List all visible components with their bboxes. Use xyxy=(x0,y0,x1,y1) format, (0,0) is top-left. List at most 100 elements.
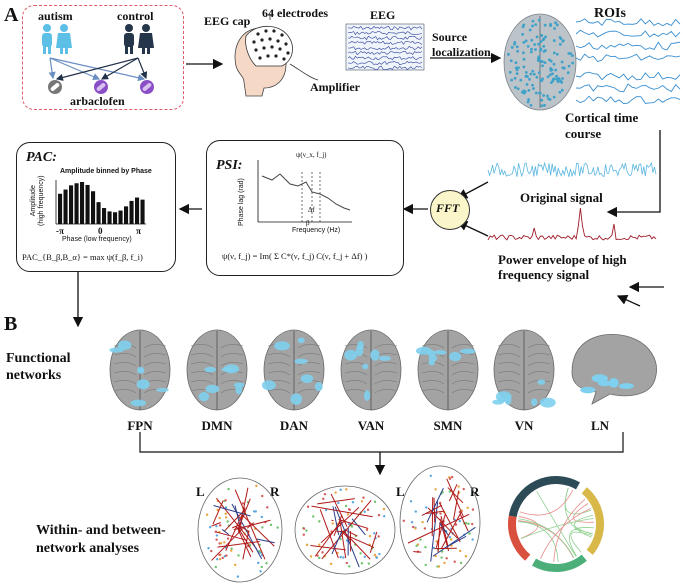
network-region xyxy=(294,358,308,364)
roi-dot xyxy=(552,51,556,55)
node-dot xyxy=(236,575,240,578)
pac-bar xyxy=(80,182,85,224)
roi-dot xyxy=(514,86,517,89)
network-region xyxy=(205,384,220,394)
roi-dot xyxy=(519,78,523,82)
node-dot xyxy=(440,556,443,559)
node-dot xyxy=(439,512,442,515)
connection-edge xyxy=(213,505,251,517)
network-region xyxy=(300,374,314,383)
pac-bar xyxy=(113,212,118,224)
roi-dot xyxy=(534,23,538,27)
roi-dot xyxy=(560,80,564,84)
network-region xyxy=(156,387,169,393)
roi-dot xyxy=(539,40,543,43)
node-dot xyxy=(331,522,334,525)
chord-link xyxy=(540,508,591,559)
node-dot xyxy=(378,552,381,556)
node-dot xyxy=(440,550,444,553)
brain-sulcus xyxy=(267,362,291,367)
roi-dot xyxy=(535,35,539,39)
roi-dot xyxy=(558,90,562,94)
node-dot xyxy=(409,500,413,503)
roi-dot xyxy=(548,98,552,101)
node-dot xyxy=(377,513,381,517)
connection-edge xyxy=(439,522,449,536)
brain-sulcus xyxy=(143,362,167,367)
roi-dot xyxy=(549,22,552,26)
brain-sulcus xyxy=(451,380,475,385)
roi-dot xyxy=(543,61,547,65)
roi-dot xyxy=(531,83,534,87)
node-dot xyxy=(224,506,228,509)
node-dot xyxy=(302,533,306,536)
network-region xyxy=(221,367,236,372)
eeg-trace xyxy=(347,60,423,66)
psi-curve xyxy=(261,173,351,211)
brain-sulcus xyxy=(113,371,137,376)
psi-box xyxy=(206,140,404,276)
node-dot xyxy=(337,501,340,505)
cortical-time-course-label: Cortical time course xyxy=(565,110,639,141)
roi-trace xyxy=(575,71,681,81)
pac-bar xyxy=(85,184,90,224)
node-dot xyxy=(462,487,465,491)
node-dot xyxy=(470,522,474,526)
eeg-trace xyxy=(347,55,423,61)
node-dot xyxy=(218,557,222,561)
pac-title: PAC: xyxy=(26,150,57,165)
connection-edge xyxy=(439,518,450,552)
control-label: control xyxy=(117,9,154,23)
node-dot xyxy=(260,565,263,569)
roi-dot xyxy=(522,41,526,44)
network-region xyxy=(428,359,435,366)
roi-dot xyxy=(543,103,546,107)
brain-sulcus xyxy=(497,380,521,385)
power-envelope-label: Power envelope of high frequency signal xyxy=(498,252,627,282)
psi-peak-label: ψ(ν_x, f_j) xyxy=(296,151,327,159)
network-region xyxy=(459,348,476,354)
node-dot xyxy=(345,488,348,491)
node-dot xyxy=(261,526,264,529)
connection-edge xyxy=(338,519,369,529)
roi-dot xyxy=(521,51,525,55)
network-region xyxy=(591,374,608,383)
pac-chart-title: Amplitude binned by Phase xyxy=(60,168,152,175)
roi-trace xyxy=(575,29,681,38)
node-dot xyxy=(334,491,337,494)
roi-dot xyxy=(521,32,524,36)
node-dot xyxy=(421,520,424,524)
connection-edge xyxy=(333,514,343,537)
brain-sulcus xyxy=(421,380,445,385)
node-dot xyxy=(218,516,221,520)
power-envelope-trace xyxy=(487,207,657,241)
roi-dot xyxy=(527,88,531,92)
pac-bar xyxy=(124,206,129,224)
node-dot xyxy=(346,513,350,516)
roi-dot xyxy=(552,77,555,81)
roi-dot xyxy=(542,94,546,97)
eeg-trace xyxy=(347,40,423,45)
connection-edge xyxy=(341,530,351,541)
roi-dot xyxy=(540,60,544,63)
connection-edge xyxy=(332,506,340,535)
roi-dot xyxy=(528,28,532,32)
roi-dot xyxy=(532,72,536,76)
network-region xyxy=(427,350,436,357)
connection-edge xyxy=(241,514,275,547)
roi-dot xyxy=(509,59,513,63)
chord-link xyxy=(536,491,577,557)
connection-edge xyxy=(447,487,464,504)
brain-sulcus xyxy=(113,362,137,367)
node-dot xyxy=(260,515,264,519)
node-dot xyxy=(360,562,364,565)
roi-trace xyxy=(575,95,681,105)
node-dot xyxy=(224,499,227,502)
node-dot xyxy=(424,545,427,549)
connection-edge xyxy=(407,513,470,544)
node-dot xyxy=(359,552,362,555)
roi-dot xyxy=(522,89,526,93)
node-dot xyxy=(459,561,463,565)
